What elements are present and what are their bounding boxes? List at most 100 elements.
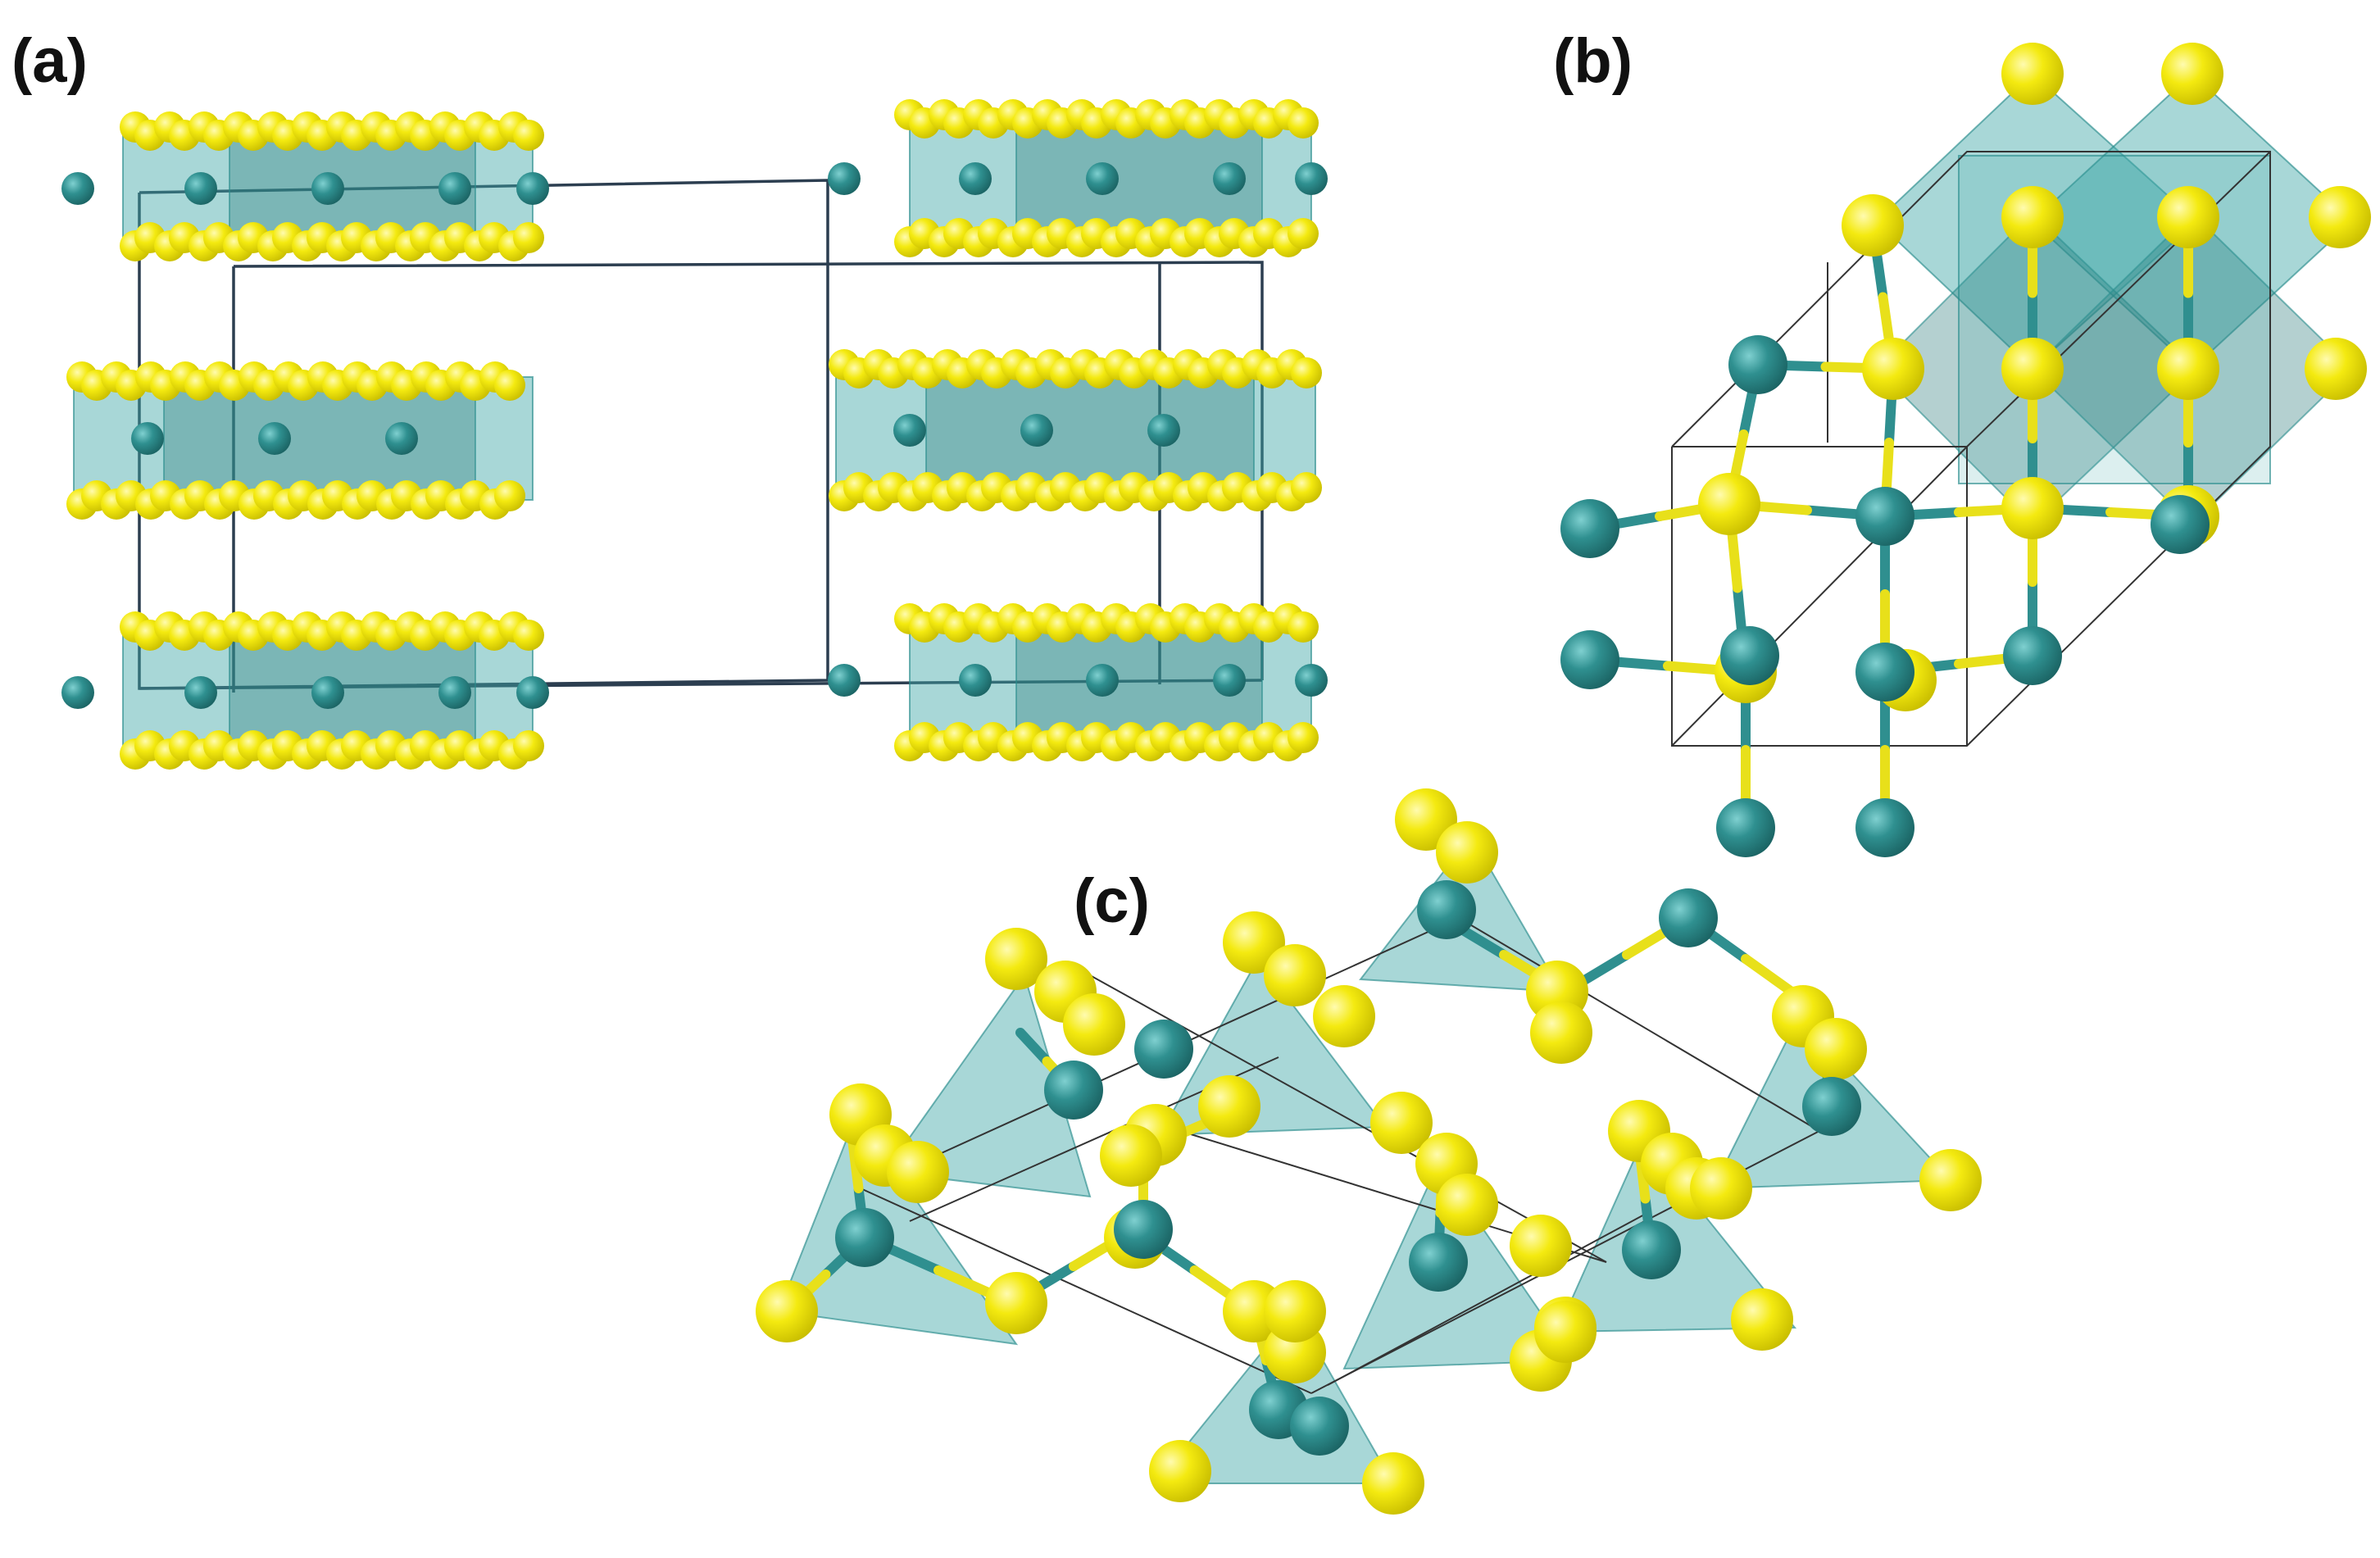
- sulfur-atom: [1862, 338, 1924, 400]
- sulfur-atom: [494, 370, 525, 401]
- metal-atom: [1855, 487, 1914, 546]
- sulfur-atom: [1731, 1288, 1793, 1351]
- sulfur-atom: [1842, 194, 1904, 257]
- metal-atom: [184, 676, 217, 709]
- sulfur-atom: [1288, 611, 1319, 643]
- panel-c-tetrahedra: [777, 834, 1953, 1484]
- sulfur-atom: [1530, 1002, 1592, 1064]
- sulfur-atom: [2161, 43, 2223, 105]
- panel-c-atoms: [756, 788, 1982, 1515]
- sulfur-atom: [1534, 1301, 1597, 1363]
- metal-atom: [1728, 335, 1787, 394]
- metal-atom: [1114, 1200, 1173, 1259]
- sulfur-atom: [887, 1141, 949, 1203]
- metal-atom: [131, 422, 164, 455]
- metal-atom: [1659, 888, 1718, 947]
- panel-b-unit-cell: [1671, 151, 2271, 747]
- metal-atom: [893, 414, 926, 447]
- sulfur-atom: [1291, 357, 1322, 388]
- metal-atom: [61, 172, 94, 205]
- sulfur-atom: [1198, 1075, 1260, 1138]
- metal-atom: [184, 172, 217, 205]
- metal-atom: [1855, 643, 1914, 702]
- sulfur-atom: [1313, 985, 1375, 1047]
- metal-atom: [516, 172, 549, 205]
- panel-c-label: (c): [1074, 866, 1150, 936]
- sulfur-atom: [1690, 1157, 1752, 1220]
- metal-atom: [1213, 664, 1246, 697]
- sulfur-atom: [2157, 338, 2219, 400]
- metal-atom: [1802, 1077, 1861, 1136]
- metal-atom: [1134, 1020, 1193, 1079]
- metal-atom: [1213, 162, 1246, 195]
- metal-atom: [1720, 626, 1779, 685]
- sulfur-atom: [494, 480, 525, 511]
- sulfur-atom: [1149, 1440, 1211, 1502]
- metal-atom: [959, 664, 992, 697]
- metal-atom: [2003, 626, 2062, 685]
- metal-atom: [1560, 630, 1619, 689]
- metal-atom: [1409, 1233, 1468, 1292]
- metal-atom: [828, 162, 861, 195]
- sulfur-atom: [756, 1280, 818, 1342]
- metal-atom: [516, 676, 549, 709]
- panel-a: (a): [11, 26, 1328, 770]
- metal-atom: [835, 1208, 894, 1267]
- metal-atom: [1044, 1061, 1103, 1120]
- sulfur-atom: [513, 222, 544, 253]
- sulfur-atom: [1063, 993, 1125, 1056]
- metal-atom: [1295, 162, 1328, 195]
- metal-atom: [1417, 880, 1476, 939]
- sulfur-atom: [1264, 1280, 1326, 1342]
- metal-atom: [2151, 495, 2210, 554]
- metal-atom: [1086, 664, 1119, 697]
- sulfur-atom: [2309, 186, 2371, 248]
- metal-atom: [385, 422, 418, 455]
- metal-atom: [1622, 1220, 1681, 1279]
- sulfur-atom: [1370, 1092, 1433, 1154]
- sulfur-atom: [2305, 338, 2367, 400]
- metal-atom: [258, 422, 291, 455]
- sulfur-atom: [1510, 1215, 1572, 1277]
- panel-a-label: (a): [11, 26, 88, 96]
- panel-a-atoms: [61, 99, 1328, 770]
- sulfur-atom: [513, 620, 544, 651]
- sulfur-atom: [1291, 472, 1322, 503]
- metal-atom: [438, 172, 471, 205]
- sulfur-atom: [2001, 43, 2064, 105]
- sulfur-atom: [1264, 944, 1326, 1006]
- metal-atom: [1086, 162, 1119, 195]
- sulfur-atom: [1288, 107, 1319, 139]
- sulfur-atom: [2001, 477, 2064, 539]
- metal-atom: [311, 676, 344, 709]
- metal-atom: [1560, 499, 1619, 558]
- bond: [1015, 1028, 1052, 1066]
- metal-atom: [1290, 1397, 1349, 1456]
- metal-atom: [1020, 414, 1053, 447]
- sulfur-atom: [2001, 338, 2064, 400]
- sulfur-atom: [2001, 186, 2064, 248]
- sulfur-atom: [2157, 186, 2219, 248]
- metal-atom: [61, 676, 94, 709]
- sulfur-atom: [1362, 1452, 1424, 1515]
- panel-b-octahedra: [1875, 72, 2354, 526]
- sulfur-atom: [1919, 1149, 1982, 1211]
- panel-c: (c): [756, 788, 1982, 1515]
- sulfur-atom: [1805, 1018, 1867, 1080]
- metal-atom: [959, 162, 992, 195]
- sulfur-atom: [513, 730, 544, 761]
- sulfur-atom: [1698, 473, 1760, 535]
- sulfur-atom: [1288, 722, 1319, 753]
- sulfur-atom: [513, 120, 544, 151]
- metal-atom: [1147, 414, 1180, 447]
- sulfur-atom: [1436, 821, 1498, 883]
- sulfur-atom: [985, 928, 1047, 990]
- metal-atom: [1716, 798, 1775, 857]
- metal-atom: [828, 664, 861, 697]
- metal-atom: [311, 172, 344, 205]
- sulfur-atom: [1288, 218, 1319, 249]
- panel-b-atoms: [1560, 43, 2371, 857]
- panel-b-label: (b): [1553, 26, 1633, 96]
- metal-atom: [1855, 798, 1914, 857]
